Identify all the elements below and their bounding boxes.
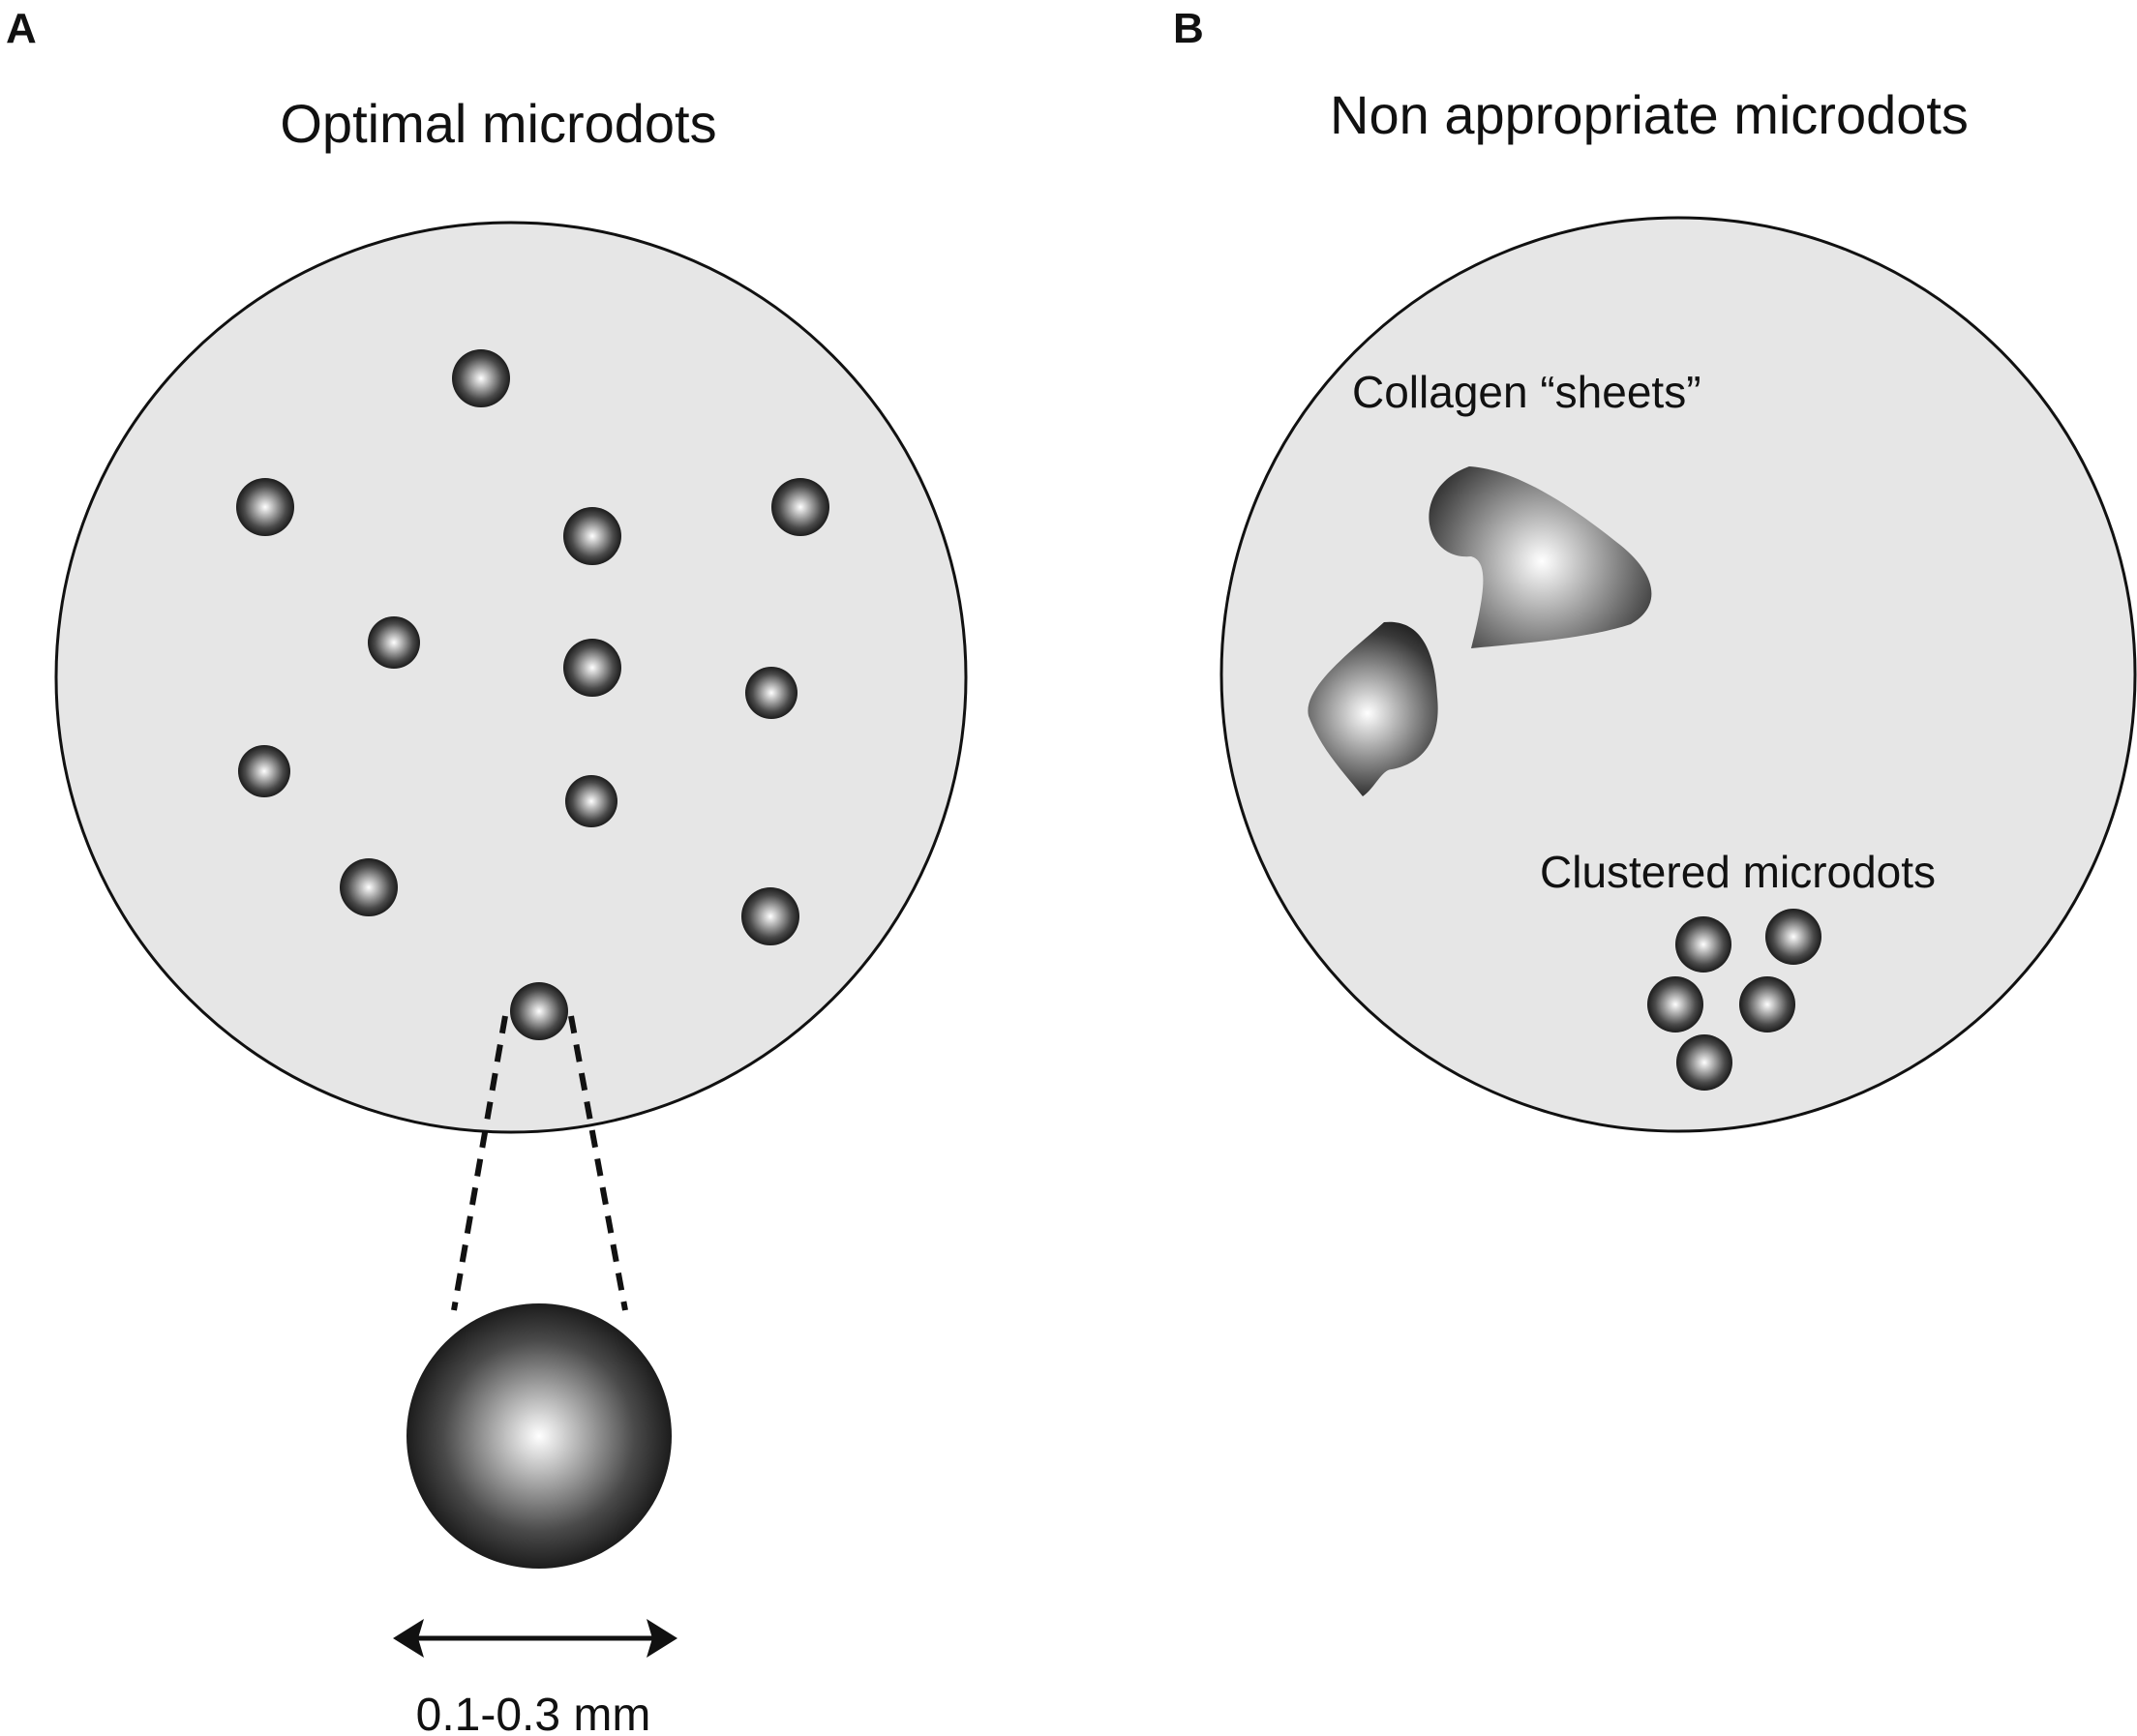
- optimal-microdot-4: [563, 507, 621, 565]
- optimal-microdot-3: [771, 478, 829, 536]
- collagen-sheets-label: Collagen “sheets”: [1352, 367, 1701, 417]
- petri-dish-optimal: [54, 221, 968, 1134]
- optimal-microdot-8: [238, 745, 290, 797]
- clustered-microdot-4: [1739, 976, 1795, 1033]
- optimal-microdot-1: [452, 349, 510, 407]
- panel-a-title: Optimal microdots: [280, 93, 716, 154]
- clustered-microdots-label: Clustered microdots: [1540, 847, 1936, 897]
- optimal-microdot-5: [368, 616, 420, 669]
- optimal-microdot-2: [236, 478, 294, 536]
- clustered-microdot-1: [1675, 916, 1731, 973]
- dimension-label: 0.1-0.3 mm: [416, 1690, 651, 1736]
- clustered-dots-group: [1647, 909, 1821, 1091]
- optimal-microdot-10: [340, 858, 398, 916]
- magnified-microdot: [406, 1303, 672, 1569]
- optimal-microdot-9: [565, 775, 617, 827]
- collagen-sheet-large: [1429, 466, 1652, 648]
- optimal-dots-group: [236, 349, 829, 1040]
- zoom-line-right: [568, 1015, 628, 1311]
- collagen-sheet-small: [1308, 621, 1438, 796]
- optimal-microdot-7: [745, 667, 798, 719]
- clustered-microdot-5: [1676, 1034, 1732, 1091]
- optimal-microdot-11: [741, 887, 799, 945]
- clustered-microdot-3: [1647, 976, 1703, 1033]
- optimal-microdot-6: [563, 639, 621, 697]
- zoom-line-left: [451, 1015, 508, 1311]
- panel-b-title: Non appropriate microdots: [1330, 84, 1969, 145]
- dimension-arrow: [393, 1619, 677, 1658]
- panel-b: B Non appropriate microdots Collagen “sh…: [1173, 5, 2137, 1133]
- clustered-microdot-2: [1765, 909, 1821, 965]
- petri-dish-non-appropriate: [1219, 216, 2137, 1133]
- optimal-microdot-12: [510, 982, 568, 1040]
- panel-a: A Optimal microdots 0.1-0.3 mm: [6, 5, 968, 1736]
- panel-a-letter: A: [6, 5, 37, 52]
- panel-b-letter: B: [1173, 5, 1204, 52]
